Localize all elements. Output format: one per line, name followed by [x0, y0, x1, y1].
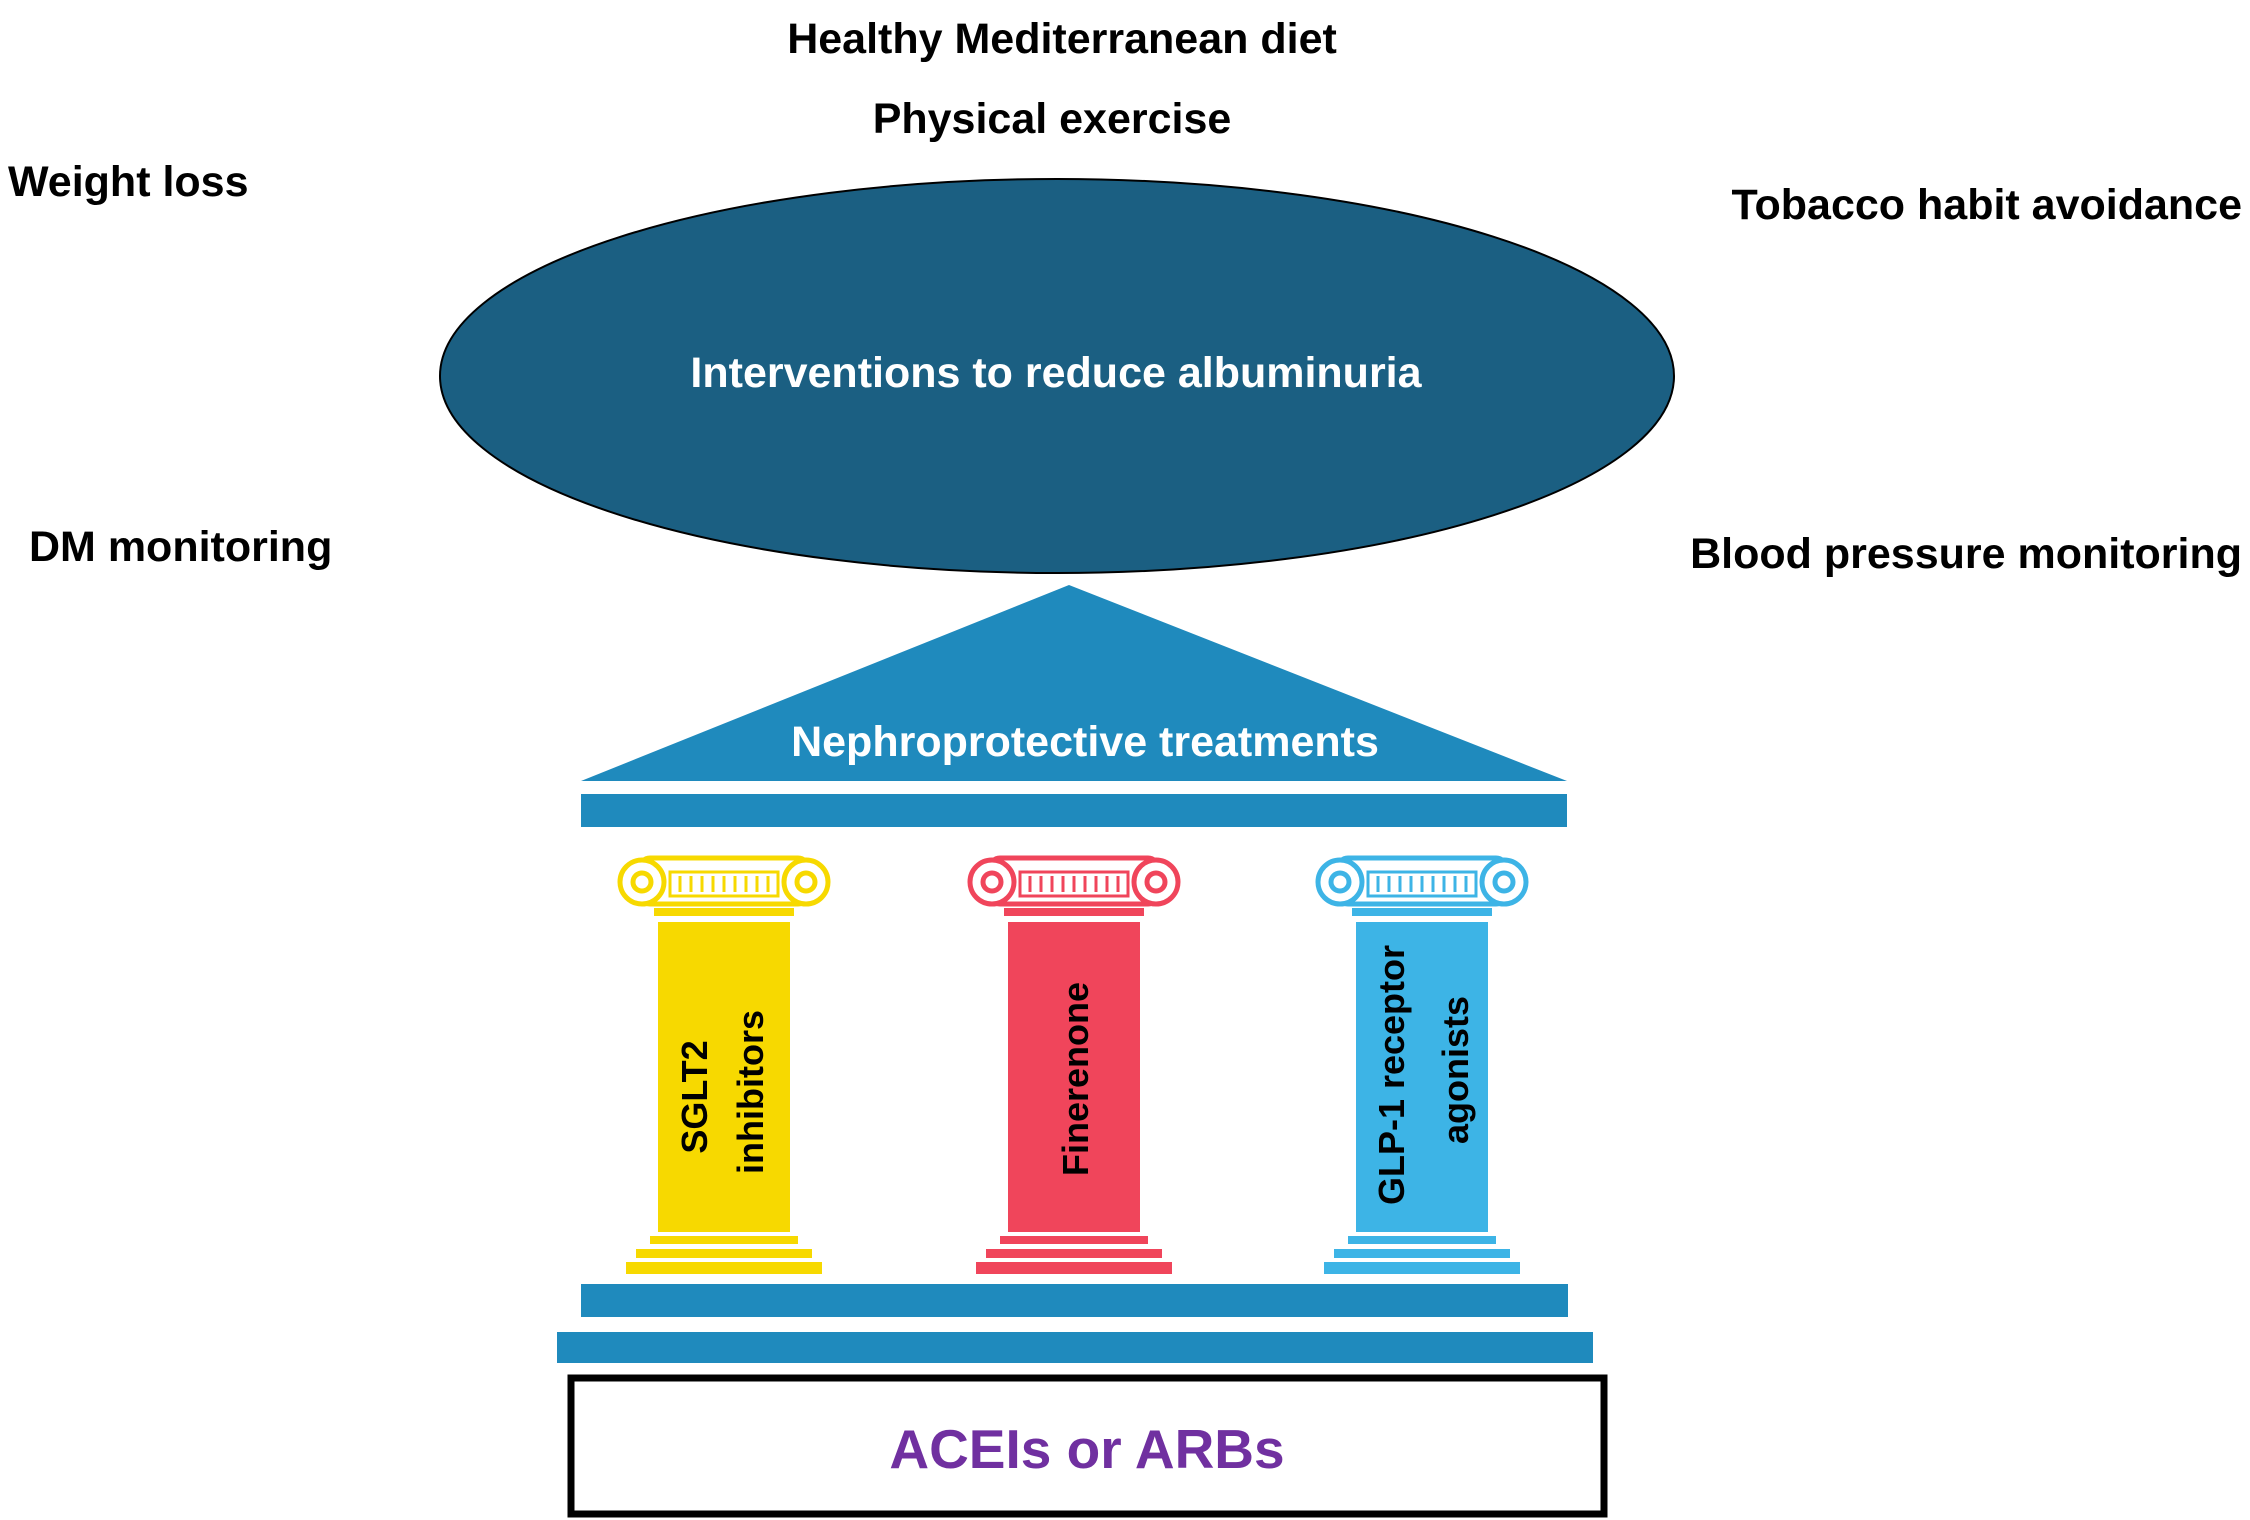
pillar-label-line: GLP-1 receptor — [1371, 945, 1412, 1205]
capital-volute-right — [1131, 857, 1181, 907]
pillar-base-top — [650, 1236, 798, 1244]
pillar-body — [976, 908, 1172, 1274]
pillar-glp1: GLP-1 receptor agonists — [1315, 855, 1529, 1274]
pillar-base-middle — [1334, 1249, 1510, 1258]
pillar-shaft — [1008, 922, 1140, 1232]
pillar-base-middle — [636, 1249, 812, 1258]
capital-volute-right — [1479, 857, 1529, 907]
capital-volute-right-inner — [794, 870, 818, 894]
pillar-label-line: inhibitors — [730, 1010, 771, 1174]
pillar-label-finerenone: Finerenone — [1055, 982, 1096, 1176]
capital-volute-left — [617, 857, 667, 907]
pillar-base-bottom — [1324, 1262, 1520, 1274]
pillar-base-middle — [986, 1249, 1162, 1258]
pillar-base-top — [1000, 1236, 1148, 1244]
foundation-label: ACEIs or ARBs — [889, 1418, 1284, 1480]
lifestyle-labels: Healthy Mediterranean diet Physical exer… — [8, 15, 2242, 578]
pillar-base-top — [1348, 1236, 1496, 1244]
capital-frame — [1366, 870, 1478, 898]
capital-volute-left — [1315, 857, 1365, 907]
interventions-label: Interventions to reduce albuminuria — [690, 349, 1422, 397]
capital-flutes — [1028, 876, 1120, 892]
capital-volute-right-inner — [1144, 870, 1168, 894]
capital-volute-left — [967, 857, 1017, 907]
temple-beam — [581, 794, 1567, 827]
capital-frame — [1018, 870, 1130, 898]
pillar-neck — [1004, 908, 1144, 916]
pillar-label-line: agonists — [1435, 996, 1476, 1144]
capital-volute-left-inner — [1328, 870, 1352, 894]
temple-roof — [581, 585, 1567, 781]
label-tobacco-avoidance: Tobacco habit avoidance — [1731, 181, 2242, 229]
pillar-neck — [1352, 908, 1492, 916]
capital-flutes — [678, 876, 770, 892]
pillar-body — [626, 908, 822, 1274]
pillar-shaft — [658, 922, 790, 1232]
label-weight-loss: Weight loss — [8, 158, 249, 206]
pillar-label-sglt2: SGLT2 inhibitors — [674, 1010, 771, 1174]
interventions-ellipse — [439, 178, 1675, 574]
label-physical-exercise: Physical exercise — [873, 95, 1232, 143]
capital-volute-right-inner — [1492, 870, 1516, 894]
foundation-box — [567, 1374, 1608, 1518]
capital-flutes — [1376, 876, 1468, 892]
label-dm-monitoring: DM monitoring — [29, 523, 332, 571]
pillar-capital — [1315, 855, 1529, 907]
pillar-base-bottom — [626, 1262, 822, 1274]
capital-volute-right — [781, 857, 831, 907]
label-bp-monitoring: Blood pressure monitoring — [1690, 530, 2242, 578]
pillar-label-line: Finerenone — [1055, 982, 1096, 1176]
capital-volute-left-inner — [980, 870, 1004, 894]
pillar-capital — [967, 855, 1181, 907]
temple-platform-upper — [581, 1284, 1568, 1317]
pillar-body — [1324, 908, 1520, 1274]
pillar-label-glp1: GLP-1 receptor agonists — [1371, 935, 1476, 1205]
label-healthy-diet: Healthy Mediterranean diet — [787, 15, 1337, 63]
capital-frame — [668, 870, 780, 898]
pillar-sglt2: SGLT2 inhibitors — [617, 855, 831, 1274]
pillar-shaft — [1356, 922, 1488, 1232]
pillar-base-bottom — [976, 1262, 1172, 1274]
roof-label: Nephroprotective treatments — [791, 718, 1379, 766]
pillar-label-line: SGLT2 — [674, 1040, 715, 1153]
pillar-capital — [617, 855, 831, 907]
capital-volute-left-inner — [630, 870, 654, 894]
pillar-finerenone: Finerenone — [967, 855, 1181, 1274]
temple-platform-lower — [557, 1332, 1593, 1363]
pillar-neck — [654, 908, 794, 916]
